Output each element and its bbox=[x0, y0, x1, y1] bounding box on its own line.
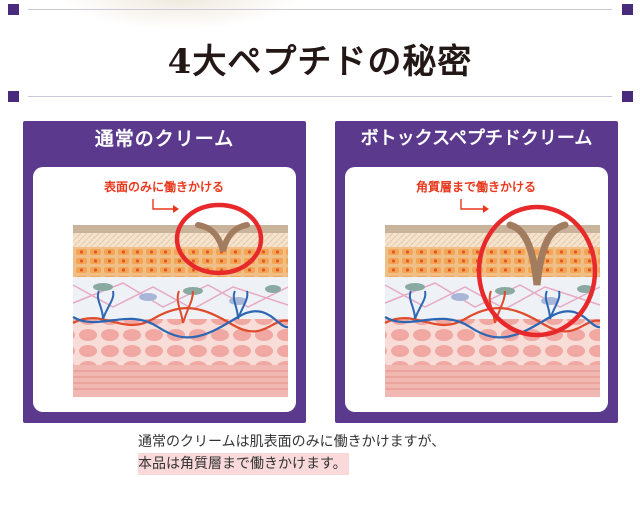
skin-layer-illustration: 表面のみに働きかける bbox=[72, 179, 289, 397]
page-title: 4大ペプチドの秘密 bbox=[167, 42, 473, 82]
panel-label-botox-peptide-cream: 角質層まで働きかける bbox=[416, 179, 536, 194]
section-heading: 4大ペプチドの秘密 bbox=[0, 0, 640, 110]
heading-square-top-left bbox=[8, 4, 19, 15]
heading-rule-top bbox=[28, 9, 612, 10]
panel-botox-peptide-cream: ボトックスペプチドクリーム bbox=[335, 121, 618, 423]
panel-illustration-box: 角質層まで働きかける bbox=[345, 167, 608, 412]
heading-rule-bottom bbox=[28, 96, 612, 97]
panel-illustration-box: 表面のみに働きかける bbox=[33, 167, 296, 412]
comparison-caption: 通常のクリームは肌表面のみに働きかけますが、 本品は角質層まで働きかけます。 bbox=[138, 431, 558, 475]
heading-square-top-right bbox=[622, 4, 633, 15]
panel-normal-cream: 通常のクリーム bbox=[23, 121, 306, 423]
panel-title-normal-cream: 通常のクリーム bbox=[94, 128, 235, 150]
panel-title-botox-peptide-cream: ボトックスペプチドクリーム bbox=[360, 128, 593, 149]
background-glow bbox=[60, 0, 300, 30]
panel-label-normal-cream: 表面のみに働きかける bbox=[103, 179, 224, 194]
caption-line-1: 通常のクリームは肌表面のみに働きかけますが、 bbox=[138, 434, 446, 450]
heading-square-bottom-right bbox=[622, 91, 633, 102]
skin-layer-illustration: 角質層まで働きかける bbox=[384, 179, 601, 397]
heading-square-bottom-left bbox=[8, 91, 19, 102]
caption-line-2: 本品は角質層まで働きかけます。 bbox=[138, 453, 349, 475]
